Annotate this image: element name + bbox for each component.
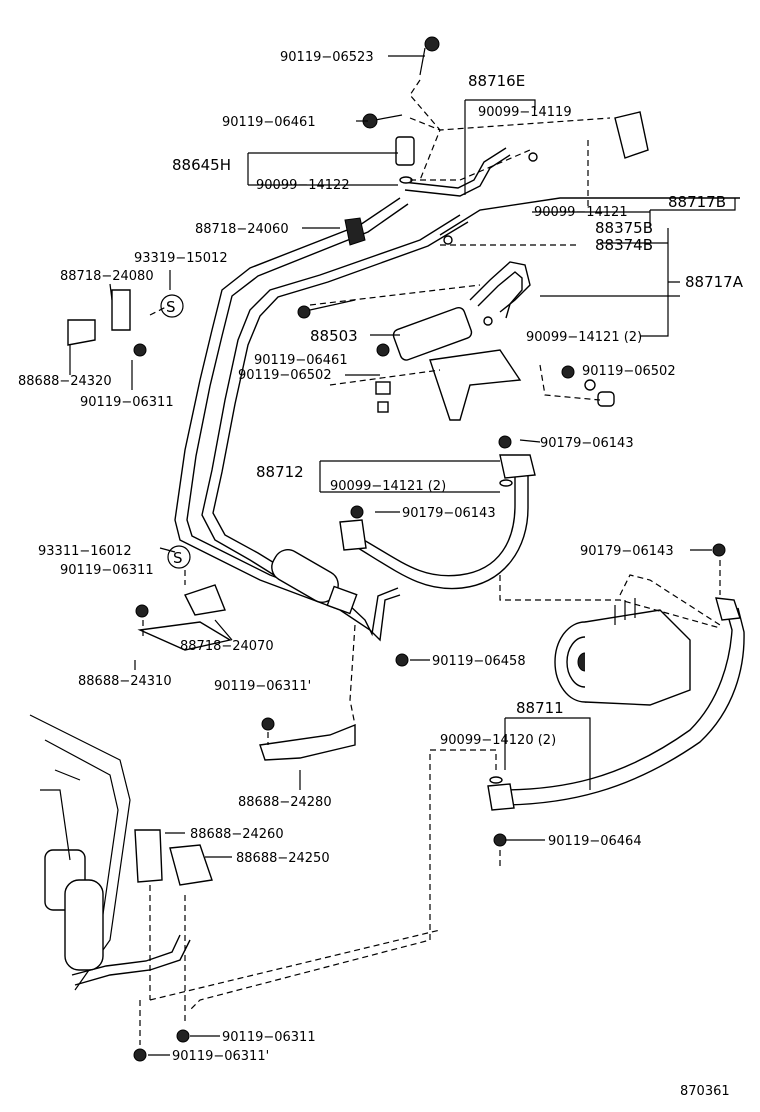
muffler: [271, 549, 358, 615]
label-90119-06311-upper-left: 90119−06311: [80, 395, 174, 410]
label-90179-06143-right: 90179−06143: [580, 544, 674, 559]
label-88503: 88503: [310, 327, 358, 345]
hose-88712: [339, 454, 536, 590]
label-90119-06523: 90119−06523: [280, 50, 374, 65]
refrigerant-pipes: [71, 147, 740, 986]
condenser-assembly: [29, 714, 131, 991]
hose-88711: [487, 597, 745, 811]
label-90099-14120-2: 90099−14120 (2): [440, 733, 556, 748]
label-90119-06464: 90119−06464: [548, 834, 642, 849]
label-88717A: 88717A: [685, 273, 744, 291]
label-88688-24320: 88688−24320: [18, 374, 112, 389]
label-90099-14119: 90099−14119: [478, 105, 572, 120]
part-labels: 90119−06523 88716E 90099−14119 90119−064…: [18, 50, 744, 1099]
label-88718-24060: 88718−24060: [195, 222, 289, 237]
label-90119-06311-left: 90119−06311: [60, 563, 154, 578]
label-90119-06311-bottom: 90119−06311: [222, 1030, 316, 1045]
label-88688-24250: 88688−24250: [236, 851, 330, 866]
label-88718-24070: 88718−24070: [180, 639, 274, 654]
label-90119-06502-left: 90119−06502: [238, 368, 332, 383]
diagram-id: 870361: [680, 1084, 730, 1099]
s-symbol-2: S: [167, 545, 191, 569]
leader-lines: [69, 55, 736, 1056]
label-88718-24080: 88718−24080: [60, 269, 154, 284]
label-93311-16012: 93311−16012: [38, 544, 132, 559]
label-90119-06458: 90119−06458: [432, 654, 526, 669]
s-symbol-1: S: [160, 294, 184, 318]
ac-compressor: [554, 598, 691, 706]
label-90119-06502-right: 90119−06502: [582, 364, 676, 379]
s-label-2: S: [173, 549, 183, 567]
label-90179-06143-middle: 90179−06143: [402, 506, 496, 521]
label-90179-06143-top: 90179−06143: [540, 436, 634, 451]
label-88375B: 88375B: [595, 219, 653, 237]
bolts: [133, 36, 726, 1062]
s-label-1: S: [166, 298, 176, 316]
brackets: [67, 111, 649, 886]
label-90099-14121-top: 90099−14121: [534, 205, 628, 220]
label-90119-06461-top: 90119−06461: [222, 115, 316, 130]
label-93319-15012: 93319−15012: [134, 251, 228, 266]
label-88711: 88711: [516, 699, 564, 717]
label-90099-14122: 90099−14122: [256, 178, 350, 193]
label-88688-24310: 88688−24310: [78, 674, 172, 689]
label-88645H: 88645H: [172, 156, 231, 174]
label-88712: 88712: [256, 463, 304, 481]
label-88716E: 88716E: [468, 72, 525, 90]
label-88688-24280: 88688−24280: [238, 795, 332, 810]
receiver-drier-88503: [392, 306, 473, 361]
label-88688-24260: 88688−24260: [190, 827, 284, 842]
label-88717B: 88717B: [668, 193, 726, 211]
dashed-reference-lines: [139, 79, 721, 1045]
label-90119-06461-middle: 90119−06461: [254, 353, 348, 368]
label-90099-14121-2-lower: 90099−14121 (2): [330, 479, 446, 494]
label-90099-14121-2-upper: 90099−14121 (2): [526, 330, 642, 345]
label-90119-06311-prime-bottom: 90119−06311': [172, 1049, 269, 1064]
label-90119-06311-prime-middle: 90119−06311': [214, 679, 311, 694]
label-88374B: 88374B: [595, 236, 653, 254]
